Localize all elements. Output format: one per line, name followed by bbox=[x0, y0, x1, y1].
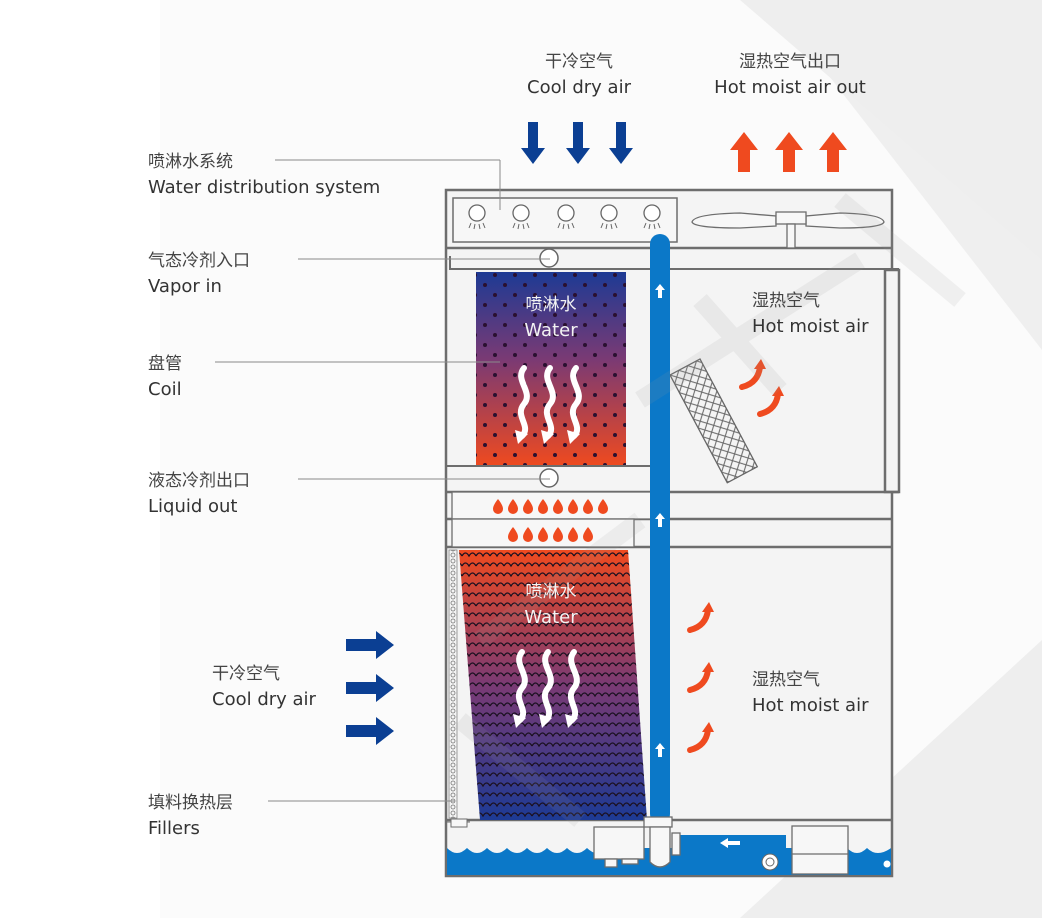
water-basin bbox=[447, 825, 891, 875]
lower-hot-moist-air-label: 湿热空气 Hot moist air bbox=[752, 670, 869, 716]
top-cool-dry-air-label: 干冷空气 Cool dry air bbox=[527, 52, 631, 98]
callout-coil: 盘管 Coil bbox=[148, 354, 182, 400]
vapor-inlet bbox=[539, 248, 559, 268]
arrow-down-icon bbox=[566, 122, 590, 164]
side-cool-dry-air-label: 干冷空气 Cool dry air bbox=[212, 664, 316, 710]
arrow-down-icon bbox=[521, 122, 545, 164]
pump-icon bbox=[593, 816, 681, 868]
callout-fillers: 填料换热层 Fillers bbox=[148, 793, 233, 839]
coil bbox=[476, 272, 626, 466]
callout-vapor-in: 气态冷剂入口 Vapor in bbox=[148, 251, 250, 297]
drift-eliminator bbox=[669, 358, 759, 484]
callout-water-distribution: 喷淋水系统 Water distribution system bbox=[148, 152, 381, 198]
coil-water-label: 喷淋水 Water bbox=[524, 295, 578, 341]
liquid-outlet bbox=[539, 468, 559, 488]
callout-lines bbox=[215, 159, 550, 802]
air-inlet-louver bbox=[448, 549, 458, 819]
arrow-right-icon bbox=[346, 674, 394, 702]
fillers bbox=[459, 550, 647, 820]
hot-air-up-arrows bbox=[730, 132, 847, 172]
arrow-up-icon bbox=[730, 132, 758, 172]
arrow-down-icon bbox=[609, 122, 633, 164]
water-drops bbox=[451, 491, 657, 548]
arrow-right-icon bbox=[346, 631, 394, 659]
fan-icon bbox=[691, 211, 885, 249]
filler-water-label: 喷淋水 Water bbox=[524, 582, 578, 628]
cool-air-right-arrows bbox=[346, 631, 394, 745]
water-riser-pipe bbox=[650, 234, 670, 824]
arrow-up-icon bbox=[819, 132, 847, 172]
top-hot-air-out-label: 湿热空气出口 Hot moist air out bbox=[714, 52, 866, 98]
cool-air-down-arrows bbox=[521, 122, 633, 164]
arrow-up-icon bbox=[775, 132, 803, 172]
callout-liquid-out: 液态冷剂出口 Liquid out bbox=[148, 471, 250, 517]
upper-hot-moist-air-label: 湿热空气 Hot moist air bbox=[752, 291, 869, 337]
arrow-right-icon bbox=[346, 717, 394, 745]
water-distribution-system bbox=[452, 197, 678, 243]
